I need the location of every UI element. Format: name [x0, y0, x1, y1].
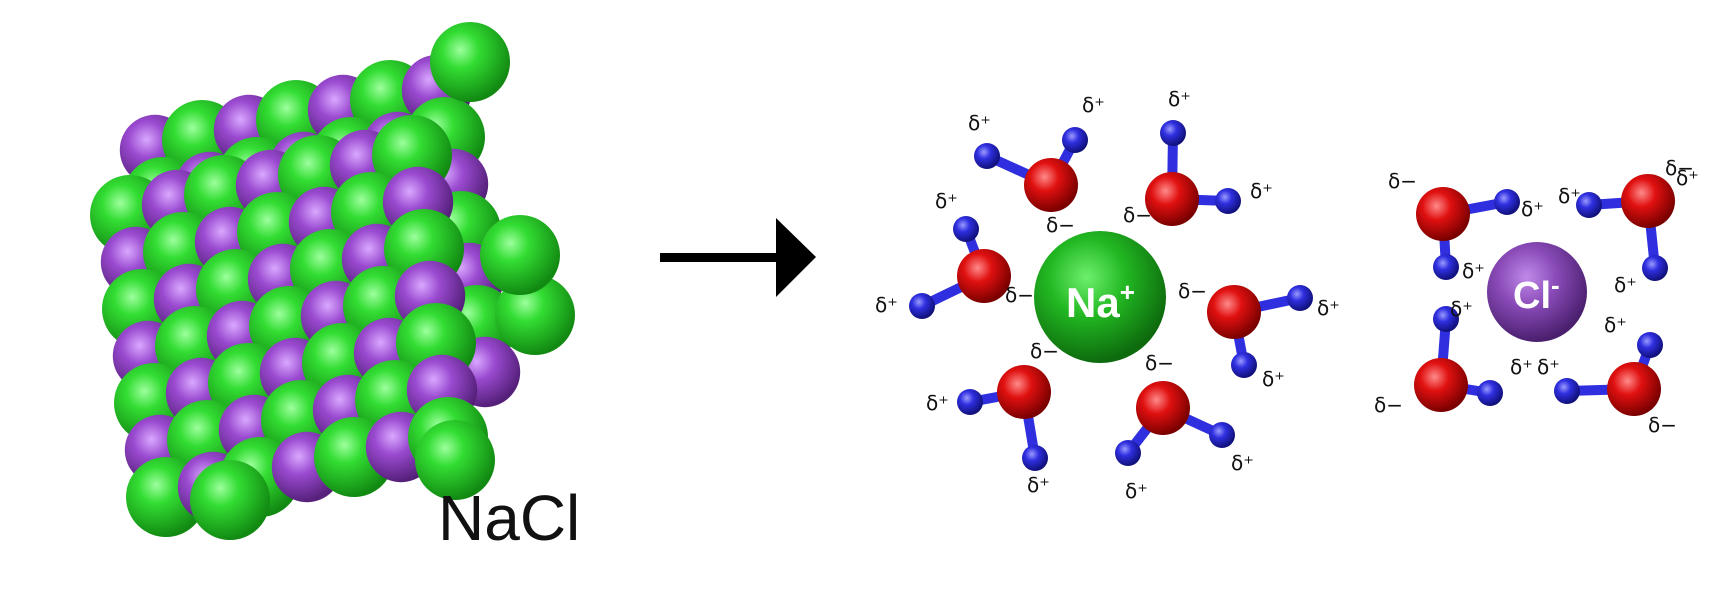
partial-negative-label: δ− [1046, 213, 1075, 237]
partial-charge-labels: δ⁺δ⁺δ⁺δ⁺δ⁺δ⁺δ⁺δ⁺δ⁺δ⁺δ⁺δ⁺δ−δ−δ−δ−δ−δ−δ⁺δ⁺… [875, 87, 1699, 503]
partial-positive-label: δ⁺ [1676, 166, 1699, 190]
partial-positive-label: δ⁺ [1537, 355, 1560, 379]
partial-positive-label: δ⁺ [1262, 367, 1285, 391]
water-molecule [909, 216, 1011, 319]
partial-positive-label: δ⁺ [1450, 297, 1473, 321]
oxygen-atom [1621, 174, 1675, 228]
sodium-sphere [430, 22, 510, 102]
oxygen-atom [1024, 158, 1078, 212]
partial-negative-label: δ− [1123, 203, 1152, 227]
partial-positive-label: δ⁺ [1614, 273, 1637, 297]
reaction-arrow [660, 218, 816, 297]
partial-positive-label: δ⁺ [1231, 451, 1254, 475]
partial-positive-label: δ⁺ [1168, 87, 1191, 111]
partial-negative-label: δ− [1005, 283, 1034, 307]
water-molecule [1414, 306, 1503, 412]
chloride-ion-label: Cl- [1513, 270, 1560, 317]
hydrogen-atom [974, 143, 1000, 169]
sodium-sphere [495, 275, 575, 355]
oxygen-atom [997, 365, 1051, 419]
oxygen-atom [1416, 187, 1470, 241]
water-molecule [1554, 332, 1663, 416]
partial-positive-label: δ⁺ [1521, 197, 1544, 221]
hydrogen-atom [1554, 378, 1580, 404]
sodium-ion-label: Na+ [1066, 277, 1135, 326]
water-molecule [1207, 285, 1313, 378]
sodium-sphere [190, 460, 270, 540]
sodium-sphere [480, 215, 560, 295]
hydrogen-atom [1115, 440, 1141, 466]
partial-negative-label: δ− [1648, 413, 1677, 437]
hydrogen-atom [1494, 189, 1520, 215]
partial-negative-label: δ− [1665, 156, 1694, 180]
hydrogen-atom [1022, 445, 1048, 471]
hydrogen-atom [957, 389, 983, 415]
water-molecule [1576, 174, 1675, 281]
hydrogen-atom [1062, 127, 1088, 153]
chloride-ion: Cl- [1487, 242, 1587, 342]
hydrogen-atom [909, 293, 935, 319]
oxygen-atom [1607, 362, 1661, 416]
partial-positive-label: δ⁺ [1558, 184, 1581, 208]
hydrogen-atom [1477, 380, 1503, 406]
water-molecule [957, 365, 1051, 471]
sodium-hydration-shell [909, 120, 1313, 471]
oxygen-atom [957, 249, 1011, 303]
hydrogen-atom [1576, 192, 1602, 218]
partial-negative-label: δ− [1030, 339, 1059, 363]
partial-positive-label: δ⁺ [1462, 259, 1485, 283]
hydrogen-atom [1231, 352, 1257, 378]
oxygen-atom [1207, 285, 1261, 339]
partial-positive-label: δ⁺ [1604, 313, 1627, 337]
sodium-ion: Na+ [1034, 231, 1166, 363]
hydrogen-atom [1287, 285, 1313, 311]
chloride-hydration-shell [1414, 174, 1675, 416]
partial-positive-label: δ⁺ [1027, 473, 1050, 497]
partial-positive-label: δ⁺ [935, 189, 958, 213]
water-molecule [1115, 381, 1235, 466]
water-molecule [974, 127, 1088, 212]
chloride-ion-sphere [1487, 242, 1587, 342]
partial-positive-label: δ⁺ [1317, 296, 1340, 320]
sodium-sphere [415, 420, 495, 500]
hydrogen-atom [1209, 422, 1235, 448]
hydrogen-atom [953, 216, 979, 242]
oxygen-atom [1145, 172, 1199, 226]
partial-positive-label: δ⁺ [968, 111, 991, 135]
partial-positive-label: δ⁺ [1125, 479, 1148, 503]
nacl-formula-label: NaCl [438, 482, 580, 554]
partial-positive-label: δ⁺ [926, 391, 949, 415]
oxygen-atom [1414, 358, 1468, 412]
sodium-ion-sphere [1034, 231, 1166, 363]
partial-positive-label: δ⁺ [1250, 179, 1273, 203]
water-molecule [1145, 120, 1241, 226]
hydrogen-atom [1215, 188, 1241, 214]
hydrogen-atom [1637, 332, 1663, 358]
partial-negative-label: δ− [1388, 169, 1417, 193]
partial-positive-label: δ⁺ [1510, 355, 1533, 379]
partial-positive-label: δ⁺ [875, 293, 898, 317]
oxygen-atom [1136, 381, 1190, 435]
nacl-crystal-lattice [90, 22, 575, 540]
partial-positive-label: δ⁺ [1082, 93, 1105, 117]
water-molecule [1416, 187, 1520, 280]
hydrogen-atom [1160, 120, 1186, 146]
partial-negative-label: δ− [1374, 393, 1403, 417]
hydrogen-atom [1433, 254, 1459, 280]
partial-negative-label: δ− [1178, 279, 1207, 303]
hydrogen-atom [1433, 306, 1459, 332]
partial-negative-label: δ− [1145, 351, 1174, 375]
hydrogen-atom [1642, 255, 1668, 281]
